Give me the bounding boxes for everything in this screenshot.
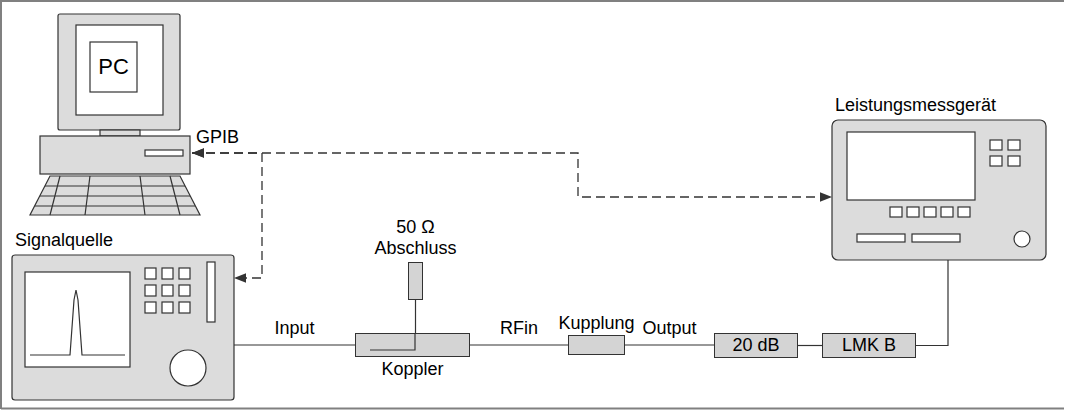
rf-cable <box>625 344 714 345</box>
node-label: Signalquelle <box>15 230 113 251</box>
frame <box>1 408 1064 410</box>
termination-box: 50 Ω Abschluss <box>408 262 423 300</box>
rf-cable <box>415 300 416 333</box>
sensor-box: LMK B <box>822 333 916 358</box>
node-label: Leistungsmessgerät <box>835 95 996 116</box>
power-meter-symbol <box>832 120 1046 260</box>
signal-generator-symbol <box>12 255 234 400</box>
signal-label: Output <box>640 318 698 339</box>
rf-cable <box>470 344 568 345</box>
gpib-bus-line <box>192 153 832 197</box>
coupler-box: Koppler <box>355 333 470 357</box>
signal-generator: Signalquelle <box>12 255 234 400</box>
node-label: 50 Ω Abschluss <box>371 217 461 259</box>
coupling-box: Kupplung <box>568 335 625 355</box>
attenuator-box: 20 dB <box>714 333 798 358</box>
rf-cable <box>234 344 355 345</box>
node-label: Kupplung <box>558 313 634 334</box>
node-label: Koppler <box>381 359 443 380</box>
rf-cable <box>798 345 822 346</box>
node-label: PC <box>90 42 137 92</box>
bus-label: GPIB <box>194 127 241 148</box>
computer-symbol <box>30 14 200 215</box>
node-label: 20 dB <box>715 335 797 356</box>
coupler-line <box>355 333 470 357</box>
computer: PC <box>40 14 192 216</box>
node-label: LMK B <box>823 335 915 356</box>
signal-label: Input <box>272 318 316 339</box>
signal-label: RFin <box>498 318 540 339</box>
rf-cable <box>916 260 948 346</box>
gpib-bus-line <box>192 153 262 278</box>
coupler-line <box>370 333 415 350</box>
power-meter: Leistungsmessgerät <box>832 120 1046 260</box>
